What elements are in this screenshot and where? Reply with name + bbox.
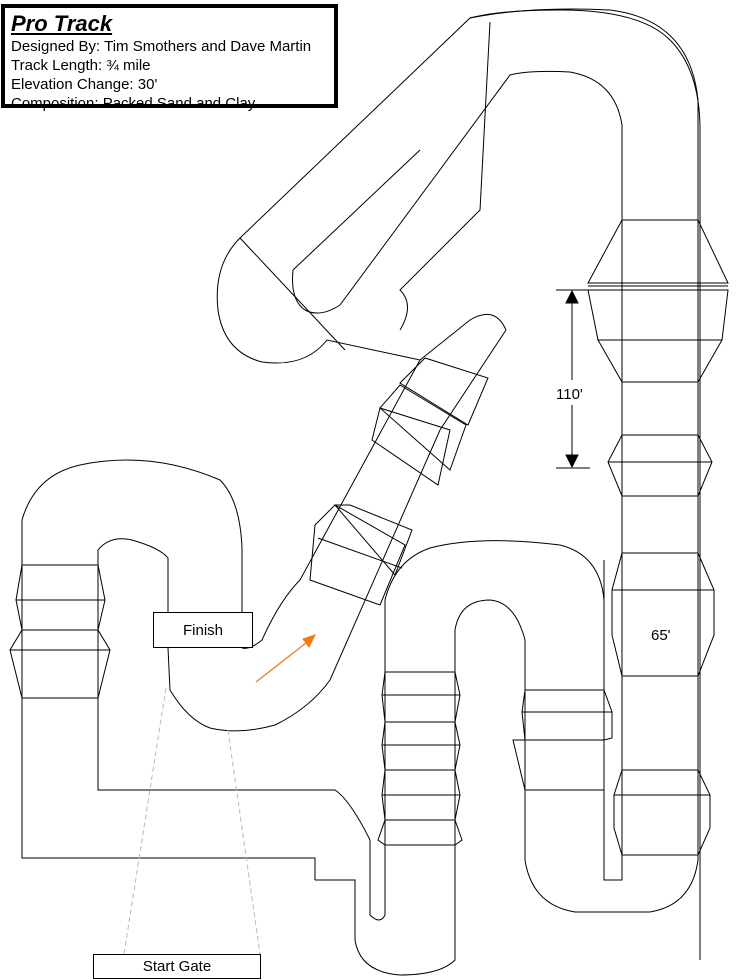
start-gate-label-box: Start Gate [93, 954, 261, 979]
track-length-line: Track Length: ¾ mile [11, 57, 151, 74]
length-dimension [556, 289, 590, 469]
finish-label-box: Finish [153, 612, 253, 648]
start-gate-leader-left [123, 687, 167, 955]
length-dimension-label: 110' [556, 386, 583, 403]
finish-label: Finish [182, 621, 223, 639]
width-dimension-label: 65' [651, 627, 671, 644]
track-top-hairpin [239, 8, 699, 314]
track-info-panel: Pro Track Designed By: Tim Smothers and … [1, 4, 338, 112]
track-title: Pro Track [11, 11, 113, 36]
track-bottom-left-loop [21, 459, 371, 880]
start-gate-leader-right [227, 729, 261, 955]
track-middle-u [315, 540, 605, 976]
composition-line: Composition: Packed Sand and Clay [11, 95, 256, 112]
jump-features [9, 219, 729, 856]
start-gate-label: Start Gate [142, 958, 212, 975]
designer-line: Designed By: Tim Smothers and Dave Marti… [11, 38, 312, 55]
track-upper-s-inner [292, 149, 507, 361]
direction-arrow [255, 634, 316, 683]
track-outer-boundary [216, 9, 701, 960]
elevation-line: Elevation Change: 30' [11, 76, 158, 93]
